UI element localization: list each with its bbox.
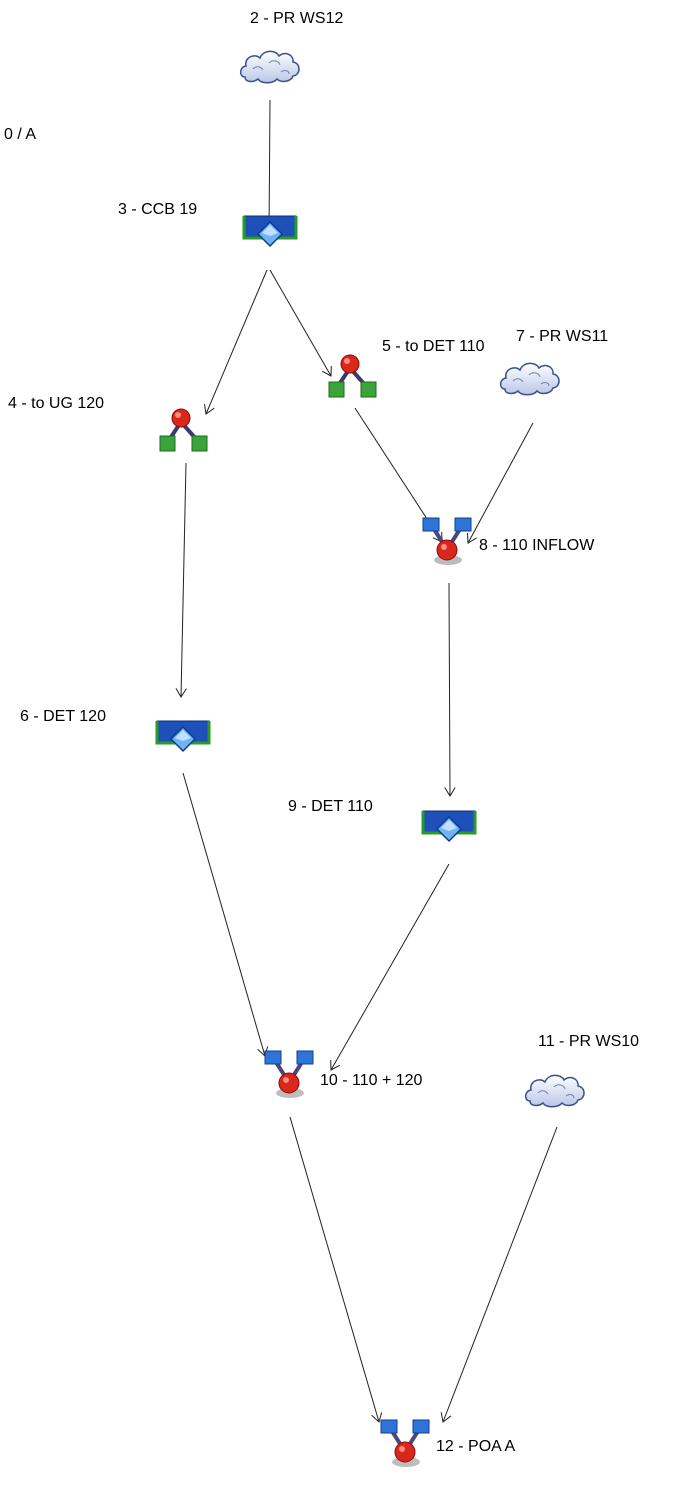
edge-n7-n8 bbox=[466, 422, 534, 544]
node-n9[interactable] bbox=[421, 809, 477, 845]
arrowhead-icon bbox=[175, 688, 187, 698]
junction-icon bbox=[262, 1049, 316, 1101]
node-n12[interactable] bbox=[378, 1418, 432, 1470]
node-n8[interactable] bbox=[420, 516, 474, 568]
node-label: 12 - POA A bbox=[436, 1438, 516, 1455]
junction-icon bbox=[378, 1418, 432, 1470]
diversion-icon bbox=[326, 352, 380, 400]
edge-line bbox=[180, 462, 187, 698]
edge-line bbox=[289, 1116, 380, 1423]
arrowhead-icon bbox=[321, 365, 332, 377]
node-n5[interactable] bbox=[326, 352, 380, 400]
node-label: 4 - to UG 120 bbox=[8, 395, 105, 412]
junction-icon bbox=[420, 516, 474, 568]
arrowhead-icon bbox=[444, 787, 456, 797]
edge-line bbox=[269, 269, 332, 377]
node-label: 5 - to DET 110 bbox=[382, 338, 485, 355]
arrowhead-icon bbox=[204, 404, 215, 415]
edge-n10-n12 bbox=[289, 1116, 383, 1423]
reservoir-icon bbox=[242, 214, 298, 250]
node-label: 7 - PR WS11 bbox=[516, 328, 609, 345]
edge-n6-n10 bbox=[182, 772, 269, 1057]
edge-line bbox=[442, 1126, 558, 1423]
edge-n4-n6 bbox=[175, 462, 187, 698]
arrowhead-icon bbox=[330, 1059, 341, 1071]
edge-n11-n12 bbox=[440, 1126, 558, 1423]
arrowhead-icon bbox=[440, 1412, 452, 1423]
edge-line bbox=[268, 99, 271, 235]
node-n10[interactable] bbox=[262, 1049, 316, 1101]
edge-line bbox=[448, 582, 451, 797]
node-n11[interactable] bbox=[524, 1071, 586, 1109]
node-n4[interactable] bbox=[157, 406, 211, 454]
edge-line bbox=[205, 269, 268, 415]
edge-n3-n4 bbox=[204, 269, 268, 415]
node-n6[interactable] bbox=[155, 719, 211, 755]
diversion-icon bbox=[157, 406, 211, 454]
edge-n8-n9 bbox=[444, 582, 456, 797]
node-label: 8 - 110 INFLOW bbox=[479, 537, 595, 554]
edge-line bbox=[330, 863, 450, 1071]
edge-line bbox=[467, 422, 534, 544]
reservoir-icon bbox=[155, 719, 211, 755]
subbasin-cloud-icon bbox=[239, 47, 301, 85]
node-label: 3 - CCB 19 bbox=[118, 201, 198, 218]
node-n7[interactable] bbox=[499, 359, 561, 397]
scenario-label: 0 / A bbox=[4, 126, 37, 143]
node-label: 11 - PR WS10 bbox=[538, 1033, 640, 1050]
node-label: 10 - 110 + 120 bbox=[320, 1072, 423, 1089]
reservoir-icon bbox=[421, 809, 477, 845]
node-label: 6 - DET 120 bbox=[20, 708, 106, 725]
edge-n9-n10 bbox=[330, 863, 450, 1071]
subbasin-cloud-icon bbox=[499, 359, 561, 397]
subbasin-cloud-icon bbox=[524, 1071, 586, 1109]
node-label: 2 - PR WS12 bbox=[250, 10, 344, 27]
node-n2[interactable] bbox=[239, 47, 301, 85]
arrowhead-icon bbox=[466, 532, 477, 544]
node-label: 9 - DET 110 bbox=[288, 798, 373, 815]
edge-n3-n5 bbox=[269, 269, 332, 377]
arrowhead-icon bbox=[371, 1412, 383, 1423]
edge-line bbox=[182, 772, 266, 1057]
node-n3[interactable] bbox=[242, 214, 298, 250]
